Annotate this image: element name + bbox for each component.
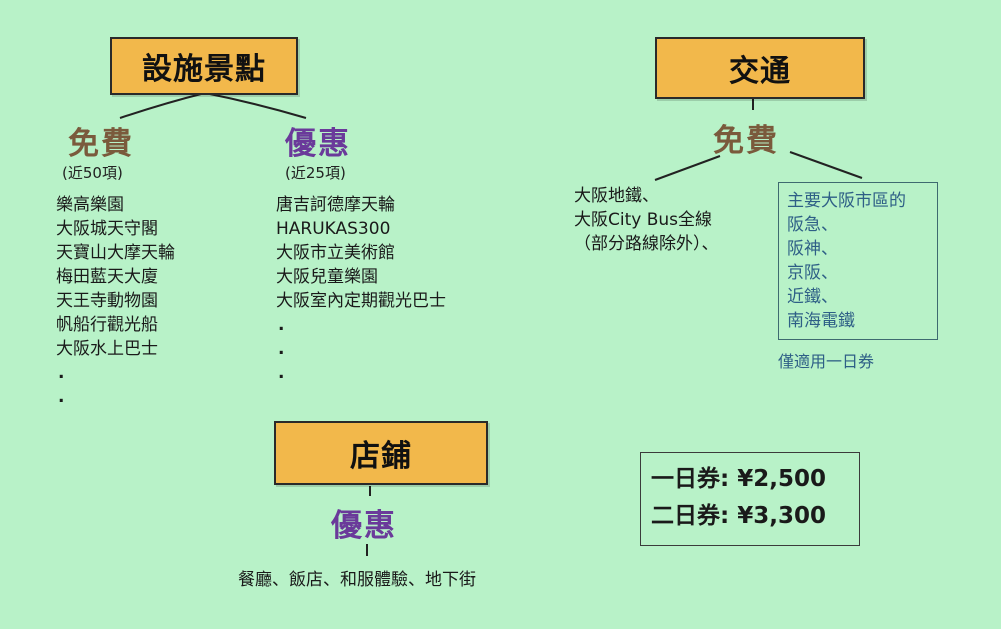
attractions-free-heading: 免費 xyxy=(68,126,134,162)
transport-free-heading: 免費 xyxy=(713,123,779,159)
attractions-discount-heading: 優惠 xyxy=(285,126,351,162)
transport-line: 大阪地鐵、 xyxy=(574,186,659,206)
list-item: 大阪市立美術館 xyxy=(276,243,395,263)
list-item: 唐吉訶德摩天輪 xyxy=(276,195,395,215)
transport-line: 大阪City Bus全線 xyxy=(574,210,713,230)
shops-title: 店鋪 xyxy=(274,421,488,485)
price-box: 一日券: ¥2,500 二日券: ¥3,300 xyxy=(640,452,860,546)
list-item: 大阪兒童樂園 xyxy=(276,267,378,287)
transport-branch-line xyxy=(654,151,863,181)
list-item: 天王寺動物園 xyxy=(56,291,158,311)
list-item: 大阪水上巴士 xyxy=(56,339,158,359)
transport-line: （部分路線除外）、 xyxy=(574,234,719,254)
attractions-discount-list: 唐吉訶德摩天輪 HARUKAS300 大阪市立美術館 大阪兒童樂園 大阪室內定期… xyxy=(276,193,446,385)
rail-note: 僅適用一日券 xyxy=(778,352,875,371)
list-item: 阪神、 xyxy=(787,239,838,259)
attractions-free-list: 樂高樂園 大阪城天守閣 天寶山大摩天輪 梅田藍天大廈 天王寺動物園 帆船行觀光船… xyxy=(56,193,175,409)
rail-list: 主要大阪市區的 阪急、 阪神、 京阪、 近鐵、 南海電鐵 xyxy=(787,189,937,333)
list-item: 大阪城天守閣 xyxy=(56,219,158,239)
list-item: 帆船行觀光船 xyxy=(56,315,158,335)
ellipsis-dot: . xyxy=(278,339,285,359)
list-item: 京阪、 xyxy=(787,263,838,283)
list-item: 大阪室內定期觀光巴士 xyxy=(276,291,446,311)
list-item: 天寶山大摩天輪 xyxy=(56,243,175,263)
list-item: 樂高樂園 xyxy=(56,195,124,215)
list-item: 主要大阪市區的 xyxy=(787,191,906,211)
transport-left-lines: 大阪地鐵、 大阪City Bus全線 （部分路線除外）、 xyxy=(574,184,719,256)
list-item: 近鐵、 xyxy=(787,287,838,307)
rail-box: 主要大阪市區的 阪急、 阪神、 京阪、 近鐵、 南海電鐵 xyxy=(778,182,938,340)
transport-title: 交通 xyxy=(655,37,865,99)
ellipsis-dot: . xyxy=(58,363,65,383)
ellipsis-dot: . xyxy=(278,315,285,335)
list-item: 南海電鐵 xyxy=(787,311,855,331)
attractions-title: 設施景點 xyxy=(110,37,298,95)
attractions-free-note: (近50項) xyxy=(62,164,123,182)
list-item: HARUKAS300 xyxy=(276,219,391,239)
one-day-price: 一日券: ¥2,500 xyxy=(651,466,826,492)
list-item: 阪急、 xyxy=(787,215,838,235)
attractions-branch-line xyxy=(119,91,307,119)
attractions-discount-note: (近25項) xyxy=(285,164,346,182)
ellipsis-dot: . xyxy=(58,387,65,407)
shops-text: 餐廳、飯店、和服體驗、地下街 xyxy=(238,570,476,590)
list-item: 梅田藍天大廈 xyxy=(56,267,158,287)
two-day-price: 二日券: ¥3,300 xyxy=(651,503,826,529)
shops-heading: 優惠 xyxy=(331,508,397,544)
ellipsis-dot: . xyxy=(278,363,285,383)
